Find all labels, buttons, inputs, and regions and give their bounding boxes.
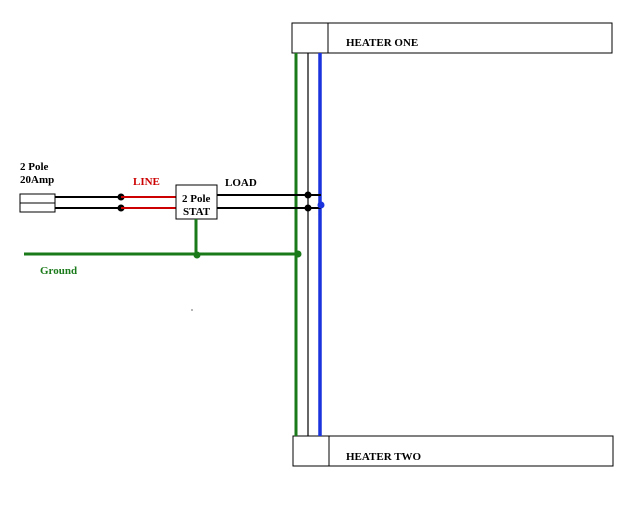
load-node-upper xyxy=(304,191,312,199)
thermostat-label-line2: STAT xyxy=(183,206,211,218)
breaker: 2 Pole 20Amp xyxy=(19,161,56,213)
blue-node xyxy=(317,201,325,209)
heater-one-label: HEATER ONE xyxy=(346,37,418,49)
ground-node-riser xyxy=(294,250,302,258)
heater-two: HEATER TWO xyxy=(292,435,614,467)
thermostat-label-line1: 2 Pole xyxy=(182,193,211,205)
heater-two-label: HEATER TWO xyxy=(346,451,422,463)
heater-one: HEATER ONE xyxy=(291,22,613,54)
heater-two-box xyxy=(292,435,614,467)
ground-label: Ground xyxy=(40,265,77,277)
breaker-label-line1: 2 Pole xyxy=(20,161,49,173)
load-node-lower xyxy=(304,204,312,212)
heater-one-box xyxy=(291,22,613,54)
line-label: LINE xyxy=(133,176,160,188)
thermostat: 2 Pole STAT xyxy=(175,184,218,220)
breaker-label-line2: 20Amp xyxy=(20,174,54,186)
thermostat-box xyxy=(175,184,218,220)
load-label: LOAD xyxy=(225,177,257,189)
ground-node-stat xyxy=(193,251,201,259)
stray-dot xyxy=(191,309,193,311)
